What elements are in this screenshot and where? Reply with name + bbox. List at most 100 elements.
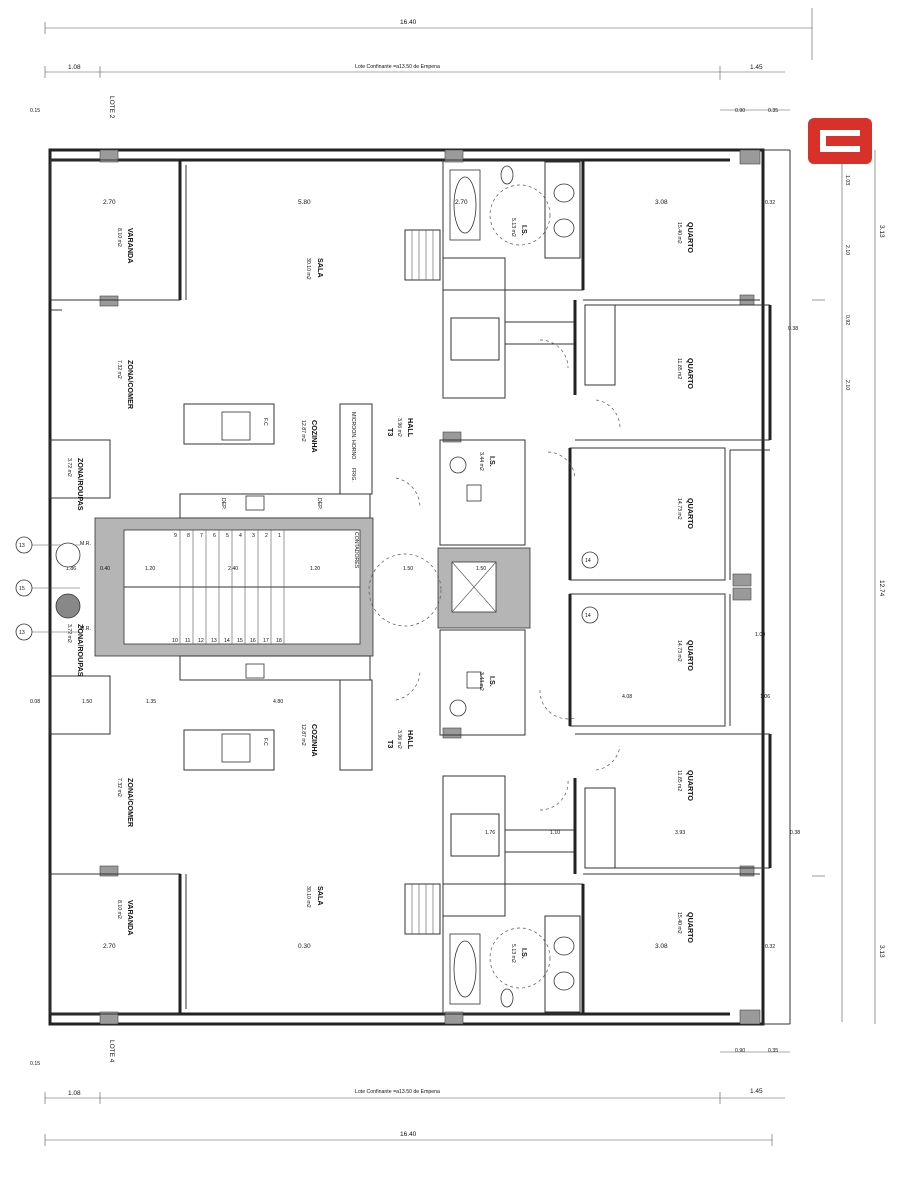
- room-area-quarto-6: 15.40 m2: [676, 912, 682, 934]
- room-area-sala-top: 30.10 m2: [305, 258, 311, 280]
- room-area-hall-bottom: 3.96 m2: [396, 730, 402, 749]
- stair-num-5: 5: [226, 533, 229, 539]
- room-area-varanda-top: 8.10 m2: [116, 228, 122, 247]
- bottom-dimension-lines: 1.08 1.45 Lote Confinante =a13.50 de Emp…: [30, 1048, 790, 1146]
- room-name-sala-bottom: SALA: [316, 886, 325, 906]
- stair-num-15: 15: [237, 638, 243, 644]
- stair-num-4: 6: [213, 533, 216, 539]
- room-area-is-large-top: 5.13 m2: [510, 218, 516, 237]
- dim-right-2-10b: 2.10: [844, 380, 850, 390]
- stair-num-10: 10: [172, 638, 178, 644]
- dim-sala-width-bottom: 0.30: [298, 943, 311, 950]
- room-name-hall-top: HALL: [406, 418, 415, 438]
- app-logo-icon[interactable]: [808, 118, 872, 164]
- logo-background: [808, 118, 872, 164]
- dim-mid-2-40: 2.40: [228, 566, 238, 572]
- dim-varanda-width-top: 2.70: [103, 199, 116, 206]
- label-microon: MICROON.: [350, 412, 356, 439]
- dim-mid-1-50a: 1.50: [403, 566, 413, 572]
- dim-bottom-4-80: 4.80: [273, 699, 283, 705]
- label-fc-1: F.C: [262, 418, 268, 426]
- overall-width-bottom: 16.40: [400, 1131, 417, 1138]
- dim-mid-1-06: 1.06: [760, 694, 770, 700]
- dim-bottom-0-08: 0.08: [30, 699, 40, 705]
- label-frig: FRIG.: [350, 468, 356, 482]
- room-name-quarto-3: QUARTO: [686, 498, 695, 529]
- logo-stripe-top: [820, 130, 860, 136]
- room-labels: VARANDA 8.10 m2 SALA 30.10 m2 ZONA/COMER…: [66, 218, 695, 963]
- svg-text:0.90: 0.90: [735, 108, 745, 114]
- dim-mid-4-08: 4.08: [622, 694, 632, 700]
- stair-num-6: 4: [239, 533, 242, 539]
- dim-mid-1-86: 1.86: [66, 566, 76, 572]
- room-name-is-small-bottom: I.S.: [488, 676, 497, 687]
- room-name-sala-top: SALA: [316, 258, 325, 278]
- stair-num-18: 18: [276, 638, 282, 644]
- logo-stripe-bottom: [820, 146, 860, 152]
- room-area-quarto-3: 14.73 m2: [676, 498, 682, 520]
- misc-labels: DEP. DEP. FRIG. HORNO MICROON. F.C F.C C…: [80, 412, 359, 746]
- room-name-cozinha-bottom: COZINHA: [310, 724, 319, 757]
- room-area-is-small-bottom: 3.44 m2: [478, 672, 484, 691]
- upper-unit-walls: [49, 159, 772, 581]
- dim-sala-width-top: 5.80: [298, 199, 311, 206]
- svg-text:0.15: 0.15: [30, 108, 40, 114]
- stair-num-17: 17: [263, 638, 269, 644]
- lot-label-top: Lote Confinante =a13.50 de Empena: [355, 64, 440, 70]
- stair-core: 9 8 7 6 5 4 3 2 1 10 11 12 13 14 15 16 1…: [94, 517, 531, 657]
- room-name-hall-bottom: HALL: [406, 730, 415, 750]
- room-area-zona-comer-bottom: 7.32 m2: [116, 778, 122, 797]
- dim-varanda-width-bottom: 2.70: [103, 943, 116, 950]
- lote-bottom-label: LOTE 4: [108, 1040, 115, 1063]
- stair-num-13: 13: [211, 638, 217, 644]
- dim-bottom-1-10: 1.10: [550, 830, 560, 836]
- room-name-quarto-4: QUARTO: [686, 640, 695, 671]
- room-name-is-large-bottom: I.S.: [520, 948, 529, 959]
- dim-top-0-32: 0.32: [765, 200, 775, 206]
- dim-mid-1-00: 1.00: [755, 632, 765, 638]
- room-area-is-large-bottom: 5.13 m2: [510, 944, 516, 963]
- room-name-varanda-bottom: VARANDA: [126, 900, 135, 935]
- label-mr-1: M.R.: [80, 626, 91, 632]
- room-name-is-small-top: I.S.: [488, 456, 497, 467]
- svg-text:1.08: 1.08: [68, 64, 81, 71]
- label-contadores: CONTADORES: [353, 532, 359, 569]
- dim-right-0-92a: 0.92: [844, 315, 850, 325]
- room-name-cozinha-top: COZINHA: [310, 420, 319, 453]
- room-area-zona-roupas-bottom: 3.72 m2: [66, 624, 72, 643]
- room-area-quarto-4: 14.73 m2: [676, 640, 682, 662]
- callout-14-top: 14: [585, 558, 591, 564]
- svg-text:1.45: 1.45: [750, 1088, 763, 1095]
- svg-text:0.35: 0.35: [768, 108, 778, 114]
- door-swings: [395, 339, 621, 811]
- dim-bottom-1-35: 1.35: [146, 699, 156, 705]
- dim-mid-0-40: 0.40: [100, 566, 110, 572]
- dim-bottom-3-93: 3.93: [675, 830, 685, 836]
- exterior-steps: [404, 229, 441, 935]
- stair-num-1: 9: [174, 533, 177, 539]
- room-area-quarto-5: 11.85 m2: [676, 770, 682, 791]
- dimension-figures: 2.70 5.80 2.70 3.08 0.32 1.03 2.10 0.92 …: [30, 175, 850, 950]
- dim-top-0-38: 0.38: [788, 326, 798, 332]
- stair-num-11: 11: [185, 638, 190, 644]
- callout-13-bottom: 13: [19, 630, 25, 636]
- room-area-hall-top: 3.96 m2: [396, 418, 402, 437]
- svg-text:0.90: 0.90: [735, 1048, 745, 1054]
- dim-quarto-width-bottom: 3.08: [655, 943, 668, 950]
- room-area-zona-comer-top: 7.32 m2: [116, 360, 122, 379]
- label-dep-2: DEP.: [316, 498, 322, 509]
- right-dimension-lines: [812, 150, 876, 1024]
- label-fc-2: F.C: [262, 738, 268, 746]
- room-name-quarto-5: QUARTO: [686, 770, 695, 801]
- dim-right-2-10a: 2.10: [844, 245, 850, 255]
- room-name-zona-comer-top: ZONA/COMER: [126, 360, 135, 410]
- stair-treads-top: [179, 530, 285, 587]
- room-area-is-small-top: 3.44 m2: [478, 452, 484, 471]
- room-name-zona-comer-bottom: ZONA/COMER: [126, 778, 135, 828]
- stair-treads-bottom: [179, 587, 285, 644]
- right-top-sub: 3.13: [878, 225, 885, 238]
- overall-width-top: 16.40: [400, 19, 417, 26]
- right-bottom-sub: 3.13: [878, 945, 885, 958]
- room-name-t3-top: T3: [386, 428, 395, 436]
